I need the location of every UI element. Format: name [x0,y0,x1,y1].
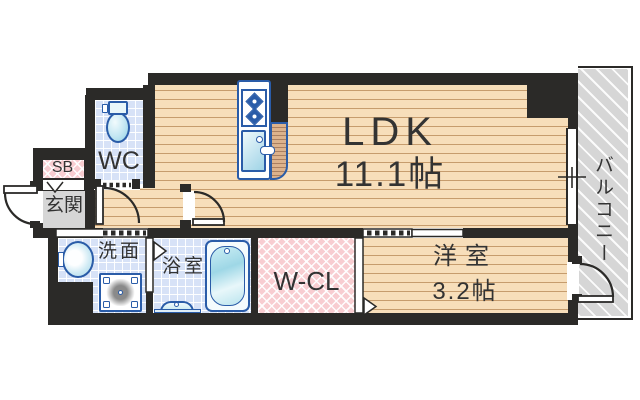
washbasin-icon [62,241,94,278]
toilet-bowl-icon [106,112,130,143]
wall-washroom-left [48,238,58,288]
wall-top [148,73,578,85]
ldk-size-label: 11.1帖 [334,155,446,194]
wall-right-a [568,118,578,130]
toilet-tank-icon [108,101,128,115]
wall-right-b [568,223,578,262]
entrance-floor [43,191,85,232]
sink-faucet-icon [256,136,263,143]
wcl-door [354,237,364,314]
wall-entry-left-upper [33,160,43,191]
bath-shelf-base [154,309,201,313]
washer-corner [103,277,110,284]
washing-machine-icon [99,273,142,312]
entrance-step [40,179,85,191]
shoebox [40,158,85,179]
wall-bath-wcl [251,238,258,313]
walkin-closet-floor [258,238,355,313]
wall-wc-right [143,85,155,188]
bathtub-icon [205,240,250,312]
shoebox-label: SB [51,159,74,176]
bath-shelf-dot [174,302,179,307]
entrance-door-arc [3,192,37,226]
toilet-handle-icon [102,104,108,113]
wall-kitchen-notch [268,85,288,122]
wc-label: WC [98,147,140,175]
wall-divider-b [148,228,363,238]
bedroom-floor [363,238,568,313]
wall-wc-left [85,95,95,232]
wall-divider-c [463,228,568,238]
sink-faucet-icon [260,146,275,155]
balcony-label: バルコニー [591,154,613,265]
wall-bathdoor-lower [146,292,153,313]
wall-divider-a [33,228,103,238]
washer-corner [131,301,138,308]
ldk-floor [95,85,568,228]
washer-corner [131,277,138,284]
bedroom-slide-pocket [411,228,464,238]
wall-right-c [568,300,578,315]
washroom-label: 洗面 [97,241,142,262]
bath-label: 浴室 [161,256,206,277]
balcony-window [566,128,578,225]
washbasin-counter [58,252,64,267]
bedroom-size-label: 3.2帖 [432,278,498,305]
bedroom-slide-door [362,228,413,238]
wall-entry-top [33,148,88,160]
bedroom-label: 洋室 [433,243,497,270]
washer-corner [103,301,110,308]
ldk-label: LDK [342,110,438,154]
genkan-label: 玄関 [44,195,83,216]
wall-bottom [48,313,578,325]
wall-washroom-block [48,282,93,325]
wall-wc-top [86,88,148,100]
bathtub-inner [210,246,245,306]
bathtub-drain [224,248,230,254]
wcl-label: W-CL [273,266,340,296]
wall-topright-notch [527,85,578,118]
washer-drain [118,290,123,295]
